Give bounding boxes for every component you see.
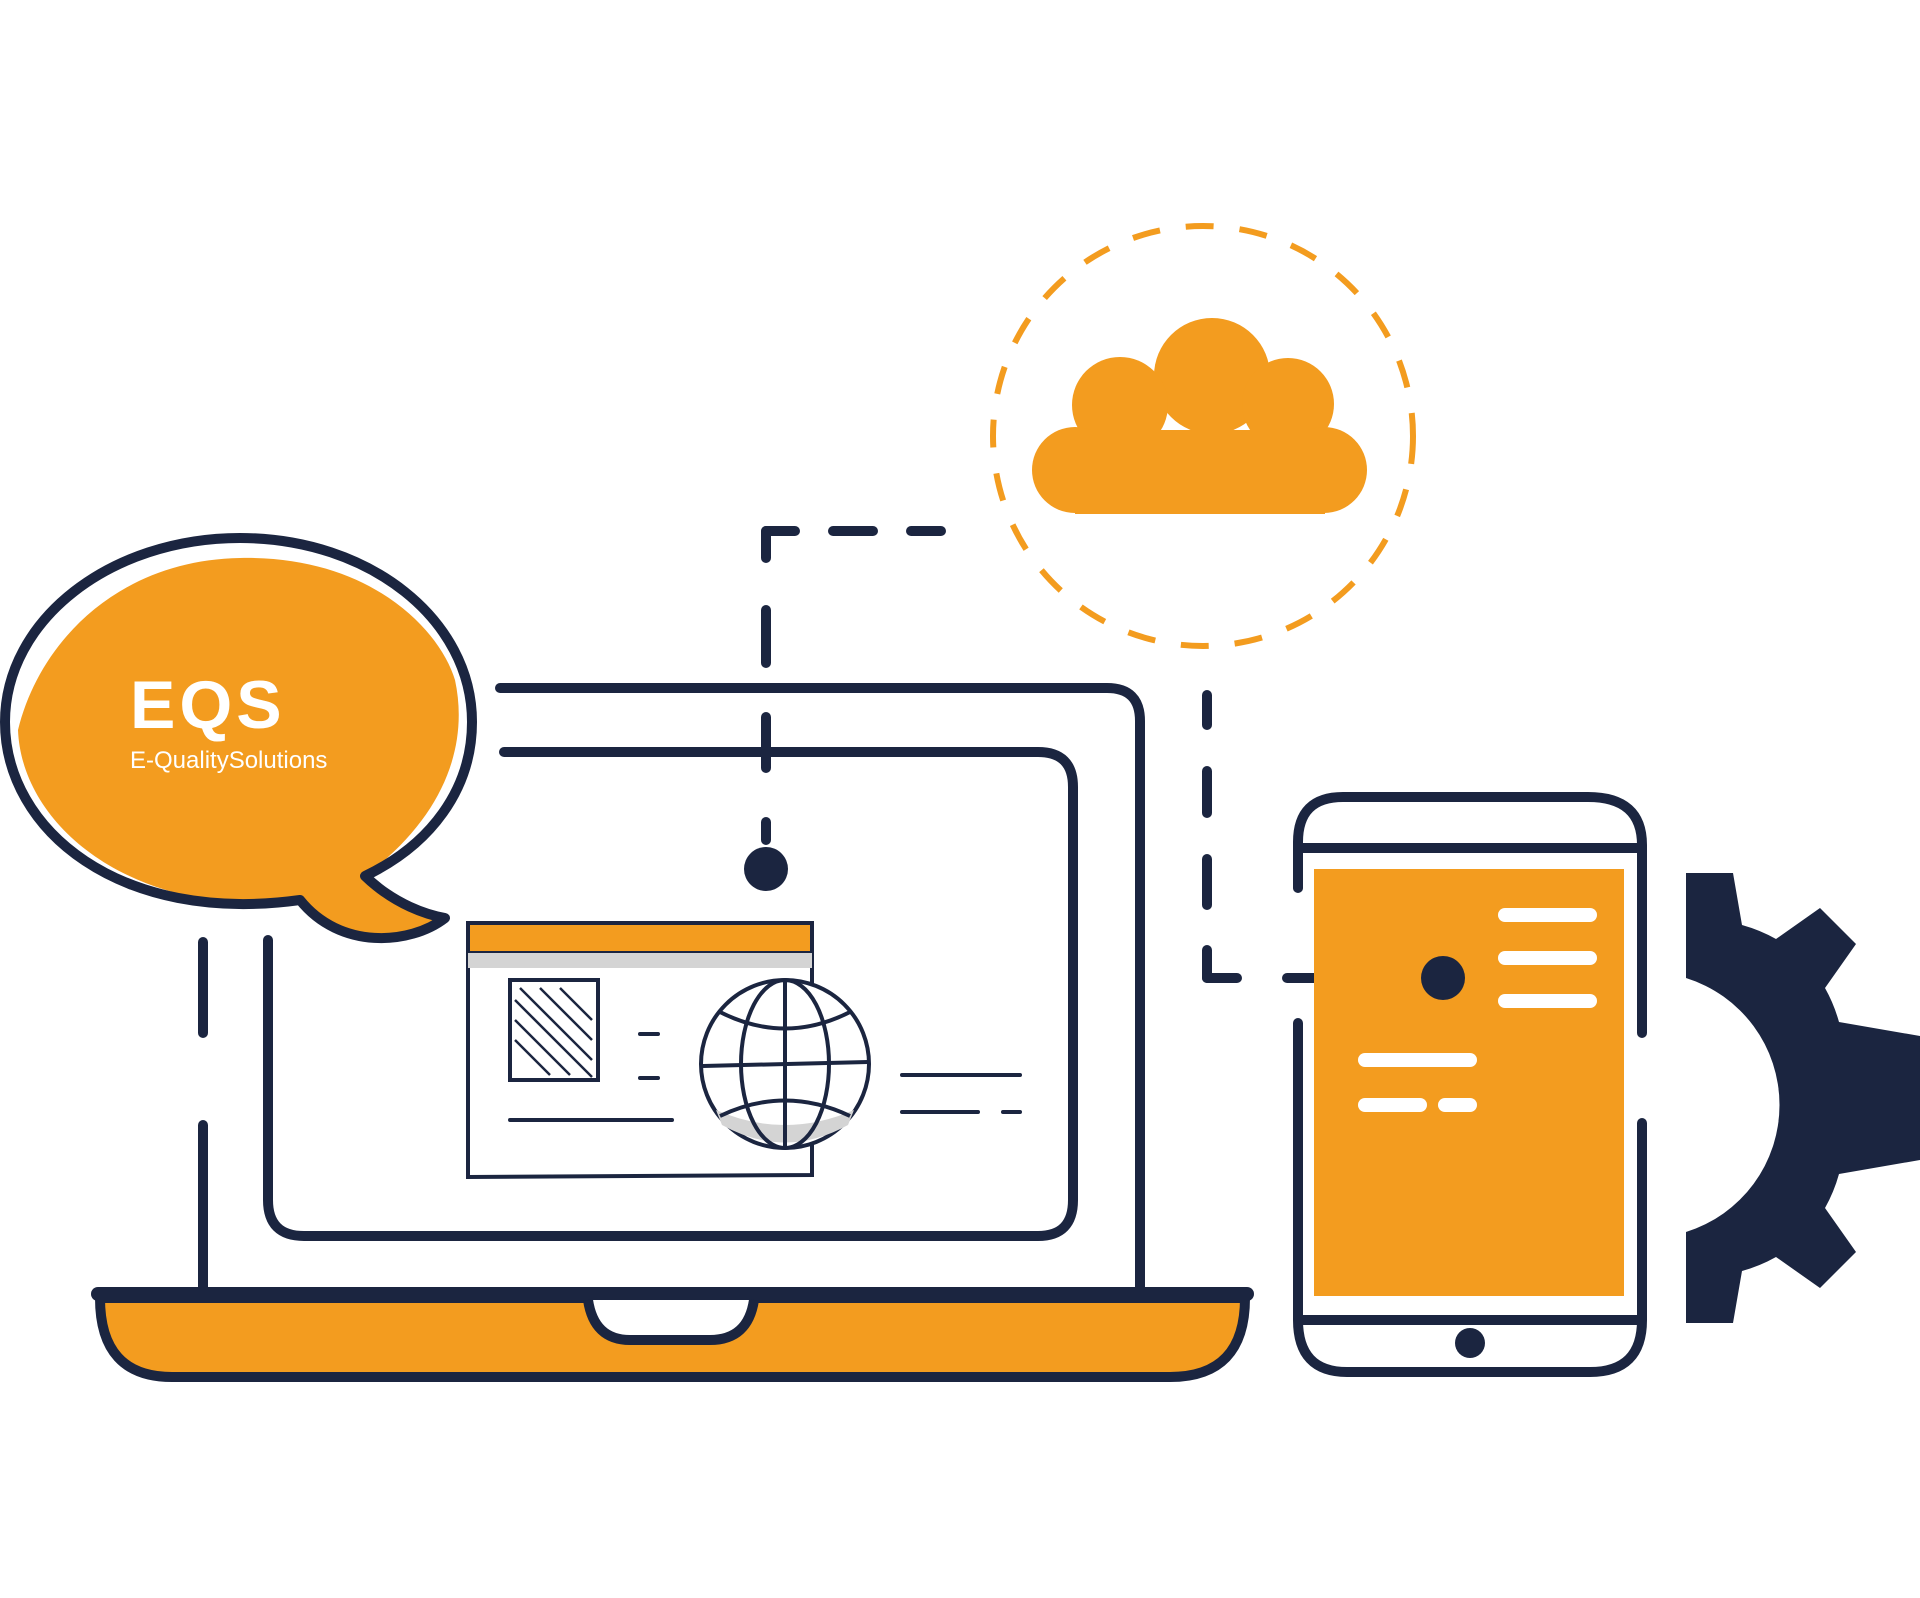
cloud-laptop-connector [761, 526, 946, 845]
connector-node-laptop [744, 847, 788, 891]
tablet-icon [1293, 792, 1647, 1377]
cloud-orbit [990, 223, 1416, 649]
logo-mark: EQS [130, 667, 286, 743]
tablet-home-button [1455, 1328, 1485, 1358]
image-placeholder-icon [508, 978, 600, 1082]
globe-icon [699, 978, 871, 1150]
laptop-icon [91, 683, 1254, 1382]
gear-icon [1686, 873, 1920, 1323]
cloud-icon [1032, 318, 1367, 514]
logo-name: E-QualitySolutions [130, 747, 327, 774]
connector-node-tablet [1421, 956, 1465, 1000]
logo: EQS E-QualitySolutions [130, 667, 327, 774]
tablet-screen [1314, 869, 1624, 1296]
speech-bubble-icon [0, 533, 477, 943]
